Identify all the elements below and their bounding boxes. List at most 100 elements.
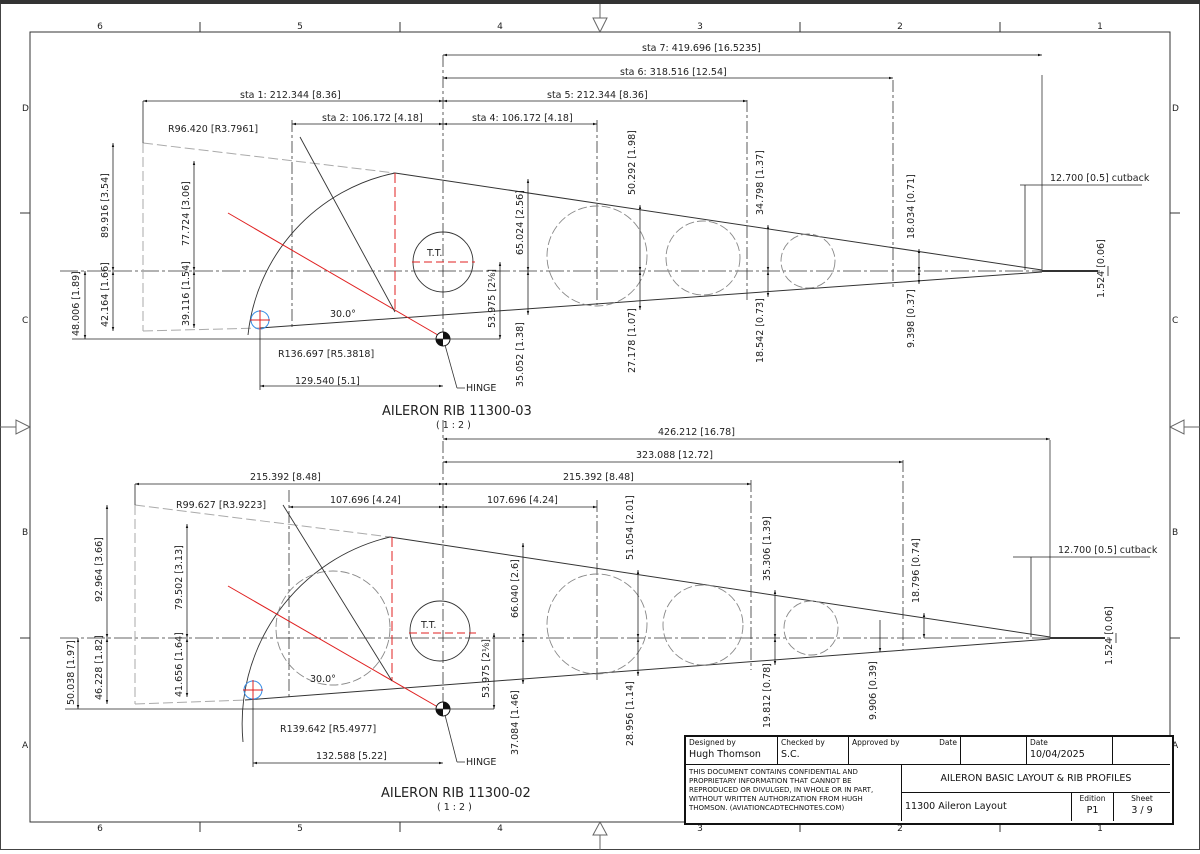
dim-sta2-bottom: 41.656 [1.64]	[174, 632, 185, 697]
dim-left-top: 92.964 [3.66]	[94, 537, 105, 602]
cutback-dimension: 12.700 [0.5] cutback	[1058, 545, 1158, 556]
title-block: Designed by Hugh Thomson Checked by S.C.…	[684, 735, 1174, 825]
dim-sta4-top: 50.292 [1.98]	[627, 130, 638, 195]
drawing-title: AILERON BASIC LAYOUT & RIB PROFILES	[902, 765, 1170, 793]
approved-by-cell: Approved by Date	[849, 737, 961, 765]
svg-text:4: 4	[497, 824, 503, 834]
cutback-dimension: 12.700 [0.5] cutback	[1050, 173, 1150, 184]
sta2-dimension: sta 2: 106.172 [4.18]	[322, 113, 423, 124]
sta2-dimension: 107.696 [4.24]	[330, 495, 401, 506]
sta4-dimension: sta 4: 106.172 [4.18]	[472, 113, 573, 124]
dim-sta6-top: 18.034 [0.71]	[906, 174, 917, 239]
dim-left-total: 50.038 [1.97]	[66, 640, 77, 705]
dim-sta2-top: 77.724 [3.06]	[181, 181, 192, 246]
confidential-notice: This document contains confidential and …	[686, 765, 902, 821]
svg-text:C: C	[1172, 316, 1178, 326]
dim-hinge-bottom: 37.084 [1.46]	[510, 690, 521, 755]
svg-text:B: B	[1172, 528, 1178, 538]
svg-text:C: C	[22, 316, 28, 326]
svg-text:D: D	[22, 104, 29, 114]
sta6-dimension: sta 6: 318.516 [12.54]	[620, 67, 727, 78]
drawing-border	[29, 31, 1171, 823]
angle-dimension: 30.0°	[310, 674, 336, 685]
dim-sta4-bottom: 28.956 [1.14]	[625, 681, 636, 746]
svg-text:1: 1	[1097, 824, 1103, 834]
hinge-symbol-icon	[435, 331, 451, 347]
edition-cell: Edition P1	[1072, 793, 1114, 821]
dim-sta6-bottom: 9.906 [0.39]	[868, 661, 879, 720]
dim-sta5-top: 34.798 [1.37]	[755, 150, 766, 215]
dim-left-bottom: 46.228 [1.82]	[94, 635, 105, 700]
torque-tube-circle	[409, 600, 471, 662]
view-scale-rib-03: ( 1 : 2 )	[436, 420, 471, 431]
sta7-dimension: 426.212 [16.78]	[658, 427, 735, 438]
approved-date-label: Date	[939, 738, 957, 747]
dim-hinge-bottom: 35.052 [1.38]	[515, 322, 526, 387]
sta6-dimension: 323.088 [12.72]	[636, 450, 713, 461]
sta7-dimension: sta 7: 419.696 [16.5235]	[642, 43, 761, 54]
hinge-offset-dimension: 132.588 [5.22]	[316, 751, 387, 762]
svg-text:1: 1	[1097, 22, 1103, 32]
dim-hinge-top: 66.040 [2.6]	[510, 559, 521, 618]
hinge-label: HINGE	[466, 383, 496, 394]
radius-outer-callout: R99.627 [R3.9223]	[176, 500, 266, 511]
svg-text:4: 4	[497, 22, 503, 32]
checked-by-label: Checked by	[781, 738, 825, 747]
sheet-label: Sheet	[1131, 794, 1153, 803]
blank-cell	[1113, 737, 1170, 765]
dim-te-thickness: 1.524 [0.06]	[1104, 606, 1115, 665]
dim-sta6-top: 18.796 [0.74]	[911, 538, 922, 603]
checked-by-value: S.C.	[781, 749, 800, 760]
dim-left-bottom: 42.164 [1.66]	[100, 262, 111, 327]
tt-label: T.T.	[420, 620, 436, 631]
designed-by-label: Designed by	[689, 738, 736, 747]
svg-text:2: 2	[897, 22, 903, 32]
date-cell: Date 10/04/2025	[1027, 737, 1113, 765]
approved-by-label: Approved by	[852, 738, 900, 747]
svg-text:5: 5	[297, 824, 303, 834]
rib-11300-03-view: T.T. HINGE st	[60, 43, 1150, 431]
view-title-rib-03: AILERON RIB 11300-03	[382, 404, 532, 419]
sheet-value: 3 / 9	[1131, 805, 1153, 816]
designed-by-value: Hugh Thomson	[689, 749, 761, 760]
hinge-offset-dimension: 129.540 [5.1]	[295, 376, 360, 387]
sheet-cell: Sheet 3 / 9	[1114, 793, 1170, 821]
svg-text:3: 3	[697, 22, 703, 32]
svg-text:6: 6	[97, 22, 103, 32]
svg-text:3: 3	[697, 824, 703, 834]
svg-text:2: 2	[897, 824, 903, 834]
dim-hinge-top: 65.024 [2.56]	[515, 190, 526, 255]
sta1-dimension: 215.392 [8.48]	[250, 472, 321, 483]
date-value: 10/04/2025	[1030, 749, 1085, 760]
svg-text:D: D	[1172, 104, 1179, 114]
svg-text:A: A	[22, 741, 29, 751]
dim-sta5-top: 35.306 [1.39]	[762, 516, 773, 581]
dim-tt: 53.975 [2⅛]	[487, 269, 498, 328]
radius-arc-callout: R136.697 [R5.3818]	[278, 349, 374, 360]
sta5-dimension: sta 5: 212.344 [8.36]	[547, 90, 648, 101]
dim-left-top: 89.916 [3.54]	[100, 173, 111, 238]
angle-dimension: 30.0°	[330, 309, 356, 320]
dim-te-thickness: 1.524 [0.06]	[1096, 239, 1107, 298]
dim-sta2-top: 79.502 [3.13]	[174, 545, 185, 610]
dim-sta5-bottom: 18.542 [0.73]	[755, 298, 766, 363]
rib-11300-02-view: T.T. HINGE 426.212 [16.78] 32	[60, 420, 1158, 813]
radius-outer-callout: R96.420 [R3.7961]	[168, 124, 258, 135]
checked-by-cell: Checked by S.C.	[778, 737, 849, 765]
date-label: Date	[1030, 738, 1048, 747]
view-title-rib-02: AILERON RIB 11300-02	[381, 786, 531, 801]
dim-sta2-bottom: 39.116 [1.54]	[181, 261, 192, 326]
approved-date-cell	[961, 737, 1027, 765]
hinge-label: HINGE	[466, 757, 496, 768]
svg-text:B: B	[22, 528, 28, 538]
designed-by-cell: Designed by Hugh Thomson	[686, 737, 778, 765]
sta1-dimension: sta 1: 212.344 [8.36]	[240, 90, 341, 101]
svg-text:5: 5	[297, 22, 303, 32]
dim-left-total: 48.006 [1.89]	[71, 271, 82, 336]
dim-sta4-top: 51.054 [2.01]	[625, 495, 636, 560]
svg-text:6: 6	[97, 824, 103, 834]
radius-arc-callout: R139.642 [R5.4977]	[280, 724, 376, 735]
